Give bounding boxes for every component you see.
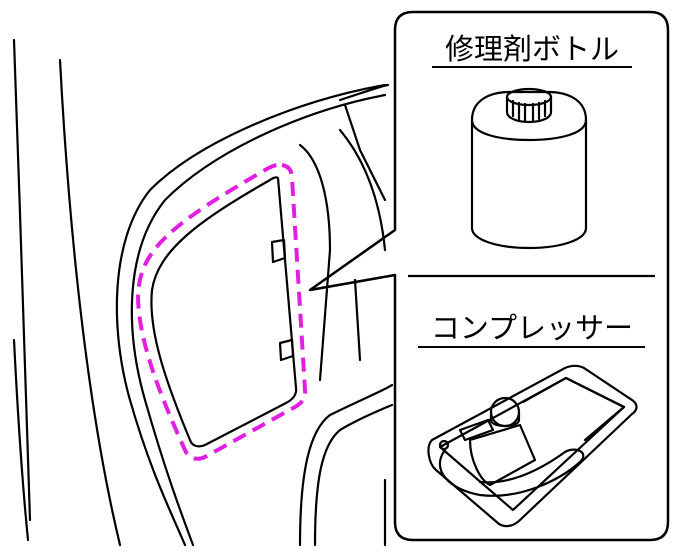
compressor-label: コンプレッサー: [430, 311, 634, 345]
vehicle-body-lines: [12, 38, 394, 547]
repair-agent-bottle-icon: [470, 87, 588, 250]
callout-box: [308, 10, 670, 542]
compressor-icon: [427, 364, 638, 528]
highlight-outline: [135, 162, 308, 461]
repair-agent-bottle-label: 修理剤ボトル: [444, 32, 619, 66]
